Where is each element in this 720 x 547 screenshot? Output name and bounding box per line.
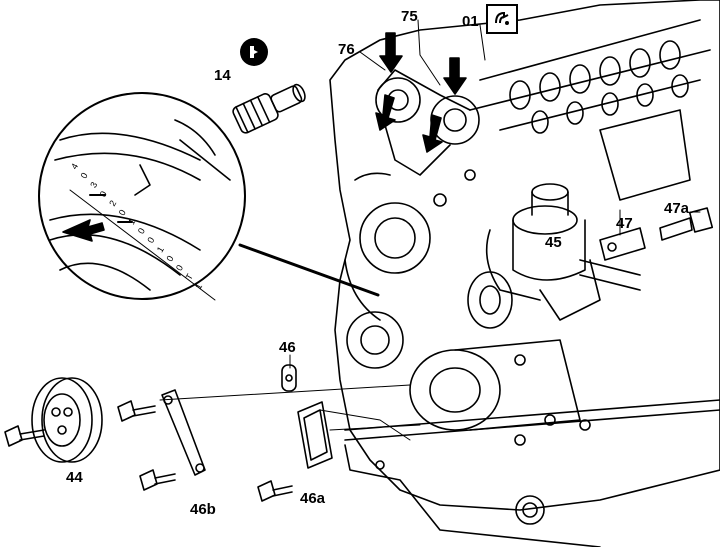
tensioner-rod-46b (161, 389, 206, 476)
scale-mark: 4 (69, 162, 80, 171)
scale-mark: 0 (174, 263, 185, 272)
label-part-76: 76 (338, 41, 355, 58)
gasket-46 (281, 364, 297, 392)
scale-mark: 1 (193, 282, 204, 291)
scale-mark: 0 (136, 226, 147, 235)
scale-mark: 3 (88, 180, 99, 189)
socket-tool-icon (240, 38, 268, 66)
oil-pan (344, 399, 720, 547)
scale-mark: 1 (126, 217, 137, 226)
scale-mark: 0 (79, 171, 90, 180)
bolt-46a (257, 480, 293, 502)
pulley-44 (31, 377, 103, 463)
socket-tool-icon-glyph (250, 46, 258, 58)
alignment-arrows (375, 32, 467, 153)
scale-mark: 1 (155, 245, 166, 254)
scale-mark: 0 (98, 189, 109, 198)
label-part-01: 01 (462, 13, 479, 30)
scale-mark: 2 (107, 199, 118, 208)
bolt-left (4, 425, 45, 447)
bolt-upper (117, 400, 156, 422)
label-part-75: 75 (401, 8, 418, 25)
bracket (579, 227, 646, 291)
label-part-47: 47 (616, 215, 633, 232)
timing-cover (344, 169, 476, 321)
vacuum-pump (467, 183, 601, 329)
scale-mark: 0 (117, 208, 128, 217)
label-part-46a: 46a (300, 490, 326, 507)
leader-lines (159, 19, 701, 441)
scale-mark: T (184, 272, 196, 282)
crankshaft-area (346, 311, 581, 431)
label-part-45: 45 (545, 234, 562, 251)
bolt-lower (139, 469, 176, 491)
label-part-44: 44 (66, 469, 83, 486)
label-part-46: 46 (279, 339, 296, 356)
torque-wrench-icon-glyph (495, 11, 509, 25)
cam-sprockets (375, 69, 480, 176)
scale-mark: 0 (145, 235, 156, 244)
cover-plate-46a (297, 401, 333, 469)
label-part-14: 14 (214, 67, 231, 84)
label-part-47a: 47a (664, 200, 690, 217)
engine-block (329, 0, 720, 511)
torque-wrench-icon (486, 4, 518, 34)
camshaft (469, 19, 711, 201)
bolts (4, 400, 293, 502)
part-14 (232, 83, 306, 134)
label-part-46b: 46b (190, 501, 216, 518)
magnifier (38, 92, 380, 301)
bolt-47a (659, 207, 714, 241)
indicator-arrow (62, 219, 105, 242)
scale-mark: 0 (164, 254, 175, 263)
